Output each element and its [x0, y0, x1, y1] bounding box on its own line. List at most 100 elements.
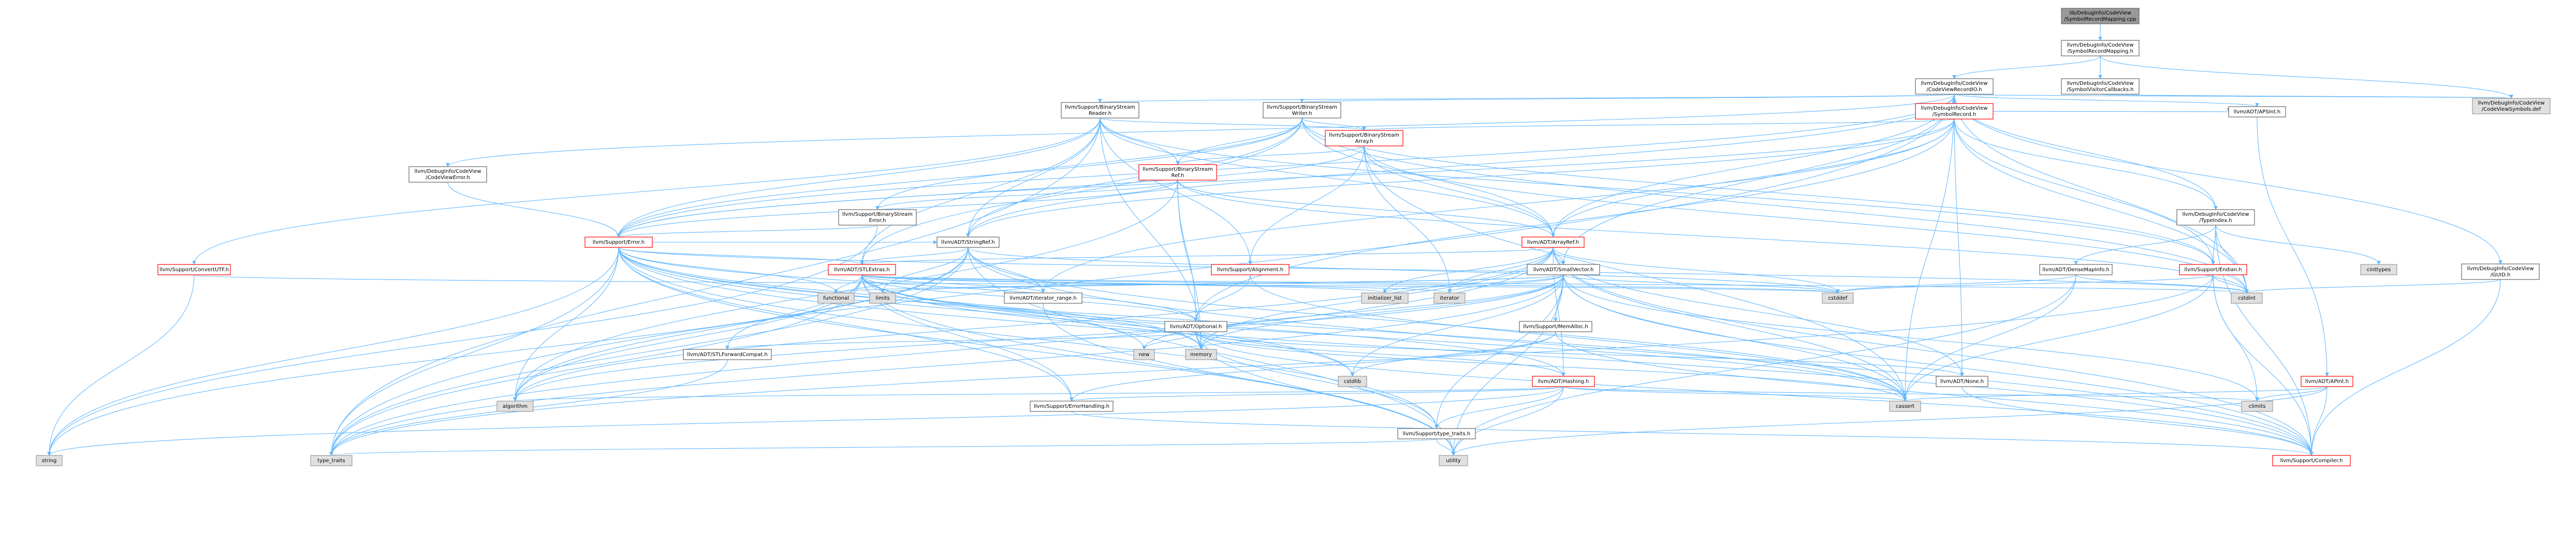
node-memalloc[interactable]: llvm/Support/MemAlloc.h	[1519, 321, 1592, 332]
node-box-iterrange	[1004, 292, 1082, 304]
node-srm[interactable]: llvm/DebugInfo/CodeView/SymbolRecordMapp…	[2061, 40, 2140, 56]
edge-alignment-to-cassert	[1250, 274, 1907, 402]
node-stlextras[interactable]: llvm/ADT/STLExtras.h	[828, 264, 896, 275]
node-label-error: llvm/Support/Error.h	[593, 240, 645, 245]
node-label-guid: llvm/DebugInfo/CodeView	[2467, 266, 2534, 272]
node-cvrio[interactable]: llvm/DebugInfo/CodeView/CodeViewRecordIO…	[1915, 78, 1994, 95]
edge-smallvector-to-utility	[1451, 274, 1564, 456]
node-iterrange[interactable]: llvm/ADT/iterator_range.h	[1004, 292, 1082, 304]
node-typetraits_s[interactable]: llvm/Support/type_traits.h	[1397, 428, 1476, 439]
edge-bsa-to-arrayref	[1364, 145, 1555, 238]
edge-error-to-memory	[618, 247, 1203, 350]
node-cverr[interactable]: llvm/DebugInfo/CodeView/CodeViewError.h	[408, 166, 487, 183]
edge-cvrio-to-type_traits	[329, 94, 1955, 456]
node-label-convutf: llvm/Support/ConvertUTF.h	[159, 267, 229, 273]
node-label-optional: llvm/ADT/Optional.h	[1170, 324, 1222, 330]
edge-hashing-to-climits	[1563, 386, 2259, 402]
edge-symrec-to-apsint	[1993, 108, 2229, 112]
edge-stringref-to-type_traits	[329, 247, 969, 456]
node-label-typetraits_s: llvm/Support/type_traits.h	[1403, 431, 1470, 437]
node-endian[interactable]: llvm/Support/Endian.h	[2179, 264, 2247, 275]
node-label-iterrange: llvm/ADT/iterator_range.h	[1009, 296, 1076, 301]
edge-bsa-to-cstdint	[1364, 145, 2249, 293]
node-label-bsr: Reader.h	[1089, 111, 1111, 116]
edge-hashing-to-string	[47, 386, 1564, 456]
edge-arrayref-to-cassert	[1553, 247, 1907, 402]
node-box-cvsym	[2472, 98, 2551, 114]
node-box-limits	[869, 292, 896, 304]
edge-smallvector-to-algorithm	[513, 274, 1564, 402]
edge-smallvector-to-iterator	[1447, 274, 1564, 293]
node-hashing[interactable]: llvm/ADT/Hashing.h	[1532, 376, 1595, 387]
edge-apint-to-climits	[2255, 386, 2328, 402]
edge-typeindex-to-densemapinfo	[2074, 225, 2216, 265]
node-typeindex[interactable]: llvm/DebugInfo/CodeView/TypeIndex.h	[2176, 209, 2255, 226]
node-iterator: iterator	[1433, 292, 1466, 304]
node-label-cvsym: /CodeViewSymbols.def	[2482, 107, 2541, 112]
node-stlfwd[interactable]: llvm/ADT/STLForwardCompat.h	[683, 349, 772, 360]
node-string: string	[36, 455, 63, 466]
edge-cvrio-to-bsr	[1099, 94, 1955, 103]
node-label-stlfwd: llvm/ADT/STLForwardCompat.h	[687, 352, 768, 358]
nodes-layer: lib/DebugInfo/CodeView/SymbolRecordMappi…	[36, 8, 2551, 466]
node-apsint[interactable]: llvm/ADT/APSInt.h	[2228, 106, 2286, 117]
edge-optional-to-compiler	[1195, 331, 2314, 456]
node-optional[interactable]: llvm/ADT/Optional.h	[1164, 321, 1227, 332]
node-label-hashing: llvm/ADT/Hashing.h	[1538, 379, 1589, 385]
node-none[interactable]: llvm/ADT/None.h	[1936, 376, 1988, 387]
edge-arrayref-to-cstddef	[1553, 247, 1840, 293]
node-svcb[interactable]: llvm/DebugInfo/CodeView/SymbolVisitorCal…	[2061, 78, 2140, 95]
node-limits: limits	[869, 292, 896, 304]
node-arrayref[interactable]: llvm/ADT/ArrayRef.h	[1521, 237, 1585, 248]
edge-bsw-to-cstdint	[1301, 117, 2249, 293]
node-compiler[interactable]: llvm/Support/Compiler.h	[2272, 455, 2351, 466]
node-cinttypes: cinttypes	[2360, 264, 2397, 275]
edge-cvrio-to-cassert	[1903, 94, 1955, 402]
edge-smallvector-to-compiler	[1563, 274, 2314, 456]
node-errhandling[interactable]: llvm/Support/ErrorHandling.h	[1030, 401, 1114, 412]
edge-srm-to-cvsym	[2100, 55, 2513, 99]
node-cstddef: cstddef	[1822, 292, 1854, 304]
node-box-cstdint	[2231, 292, 2263, 304]
node-label-cvrio: llvm/DebugInfo/CodeView	[1921, 81, 1987, 86]
edge-densemapinfo-to-utility	[1451, 274, 2076, 456]
node-root[interactable]: lib/DebugInfo/CodeView/SymbolRecordMappi…	[2061, 8, 2140, 24]
edge-srm-to-cvrio	[1952, 55, 2101, 79]
node-densemapinfo[interactable]: llvm/ADT/DenseMapInfo.h	[2039, 264, 2113, 275]
node-error[interactable]: llvm/Support/Error.h	[584, 237, 653, 248]
node-box-bsr	[1061, 102, 1139, 119]
node-convutf[interactable]: llvm/Support/ConvertUTF.h	[157, 264, 231, 275]
edge-bsw-to-arrayref	[1301, 117, 1555, 238]
node-label-string: string	[42, 458, 57, 464]
edge-apint-to-utility	[1451, 386, 2328, 456]
node-box-apint	[2301, 376, 2353, 387]
node-climits: climits	[2241, 401, 2273, 412]
node-smallvector[interactable]: llvm/ADT/SmallVector.h	[1527, 264, 1600, 275]
node-label-cstdlib: cstdlib	[1344, 379, 1361, 385]
node-guid[interactable]: llvm/DebugInfo/CodeView/GUID.h	[2461, 263, 2540, 280]
node-symrec[interactable]: llvm/DebugInfo/CodeView/SymbolRecord.h	[1915, 103, 1994, 120]
node-alignment[interactable]: llvm/Support/Alignment.h	[1211, 264, 1290, 275]
node-stringref[interactable]: llvm/ADT/StringRef.h	[936, 237, 1000, 248]
edge-stringref-to-stlextras	[860, 247, 969, 265]
node-box-functional	[817, 292, 855, 304]
node-label-bsref: llvm/Support/BinaryStream	[1143, 167, 1213, 172]
edge-bsa-to-error	[617, 145, 1365, 238]
node-apint[interactable]: llvm/ADT/APInt.h	[2301, 376, 2353, 387]
node-label-cinttypes: cinttypes	[2367, 267, 2391, 273]
node-label-bsa: Array.h	[1355, 139, 1373, 144]
edge-apint-to-cassert	[1903, 386, 2328, 402]
node-label-bsw: llvm/Support/BinaryStream	[1267, 105, 1337, 110]
edge-optional-to-new	[1142, 331, 1196, 350]
edge-arrayref-to-algorithm	[513, 247, 1554, 402]
node-label-alignment: llvm/Support/Alignment.h	[1217, 267, 1283, 273]
node-box-string	[36, 455, 63, 466]
edge-bsa-to-bsref	[1176, 145, 1365, 165]
edge-hashing-to-cassert	[1563, 386, 1907, 402]
edge-smallvector-to-cstddef	[1563, 274, 1840, 293]
